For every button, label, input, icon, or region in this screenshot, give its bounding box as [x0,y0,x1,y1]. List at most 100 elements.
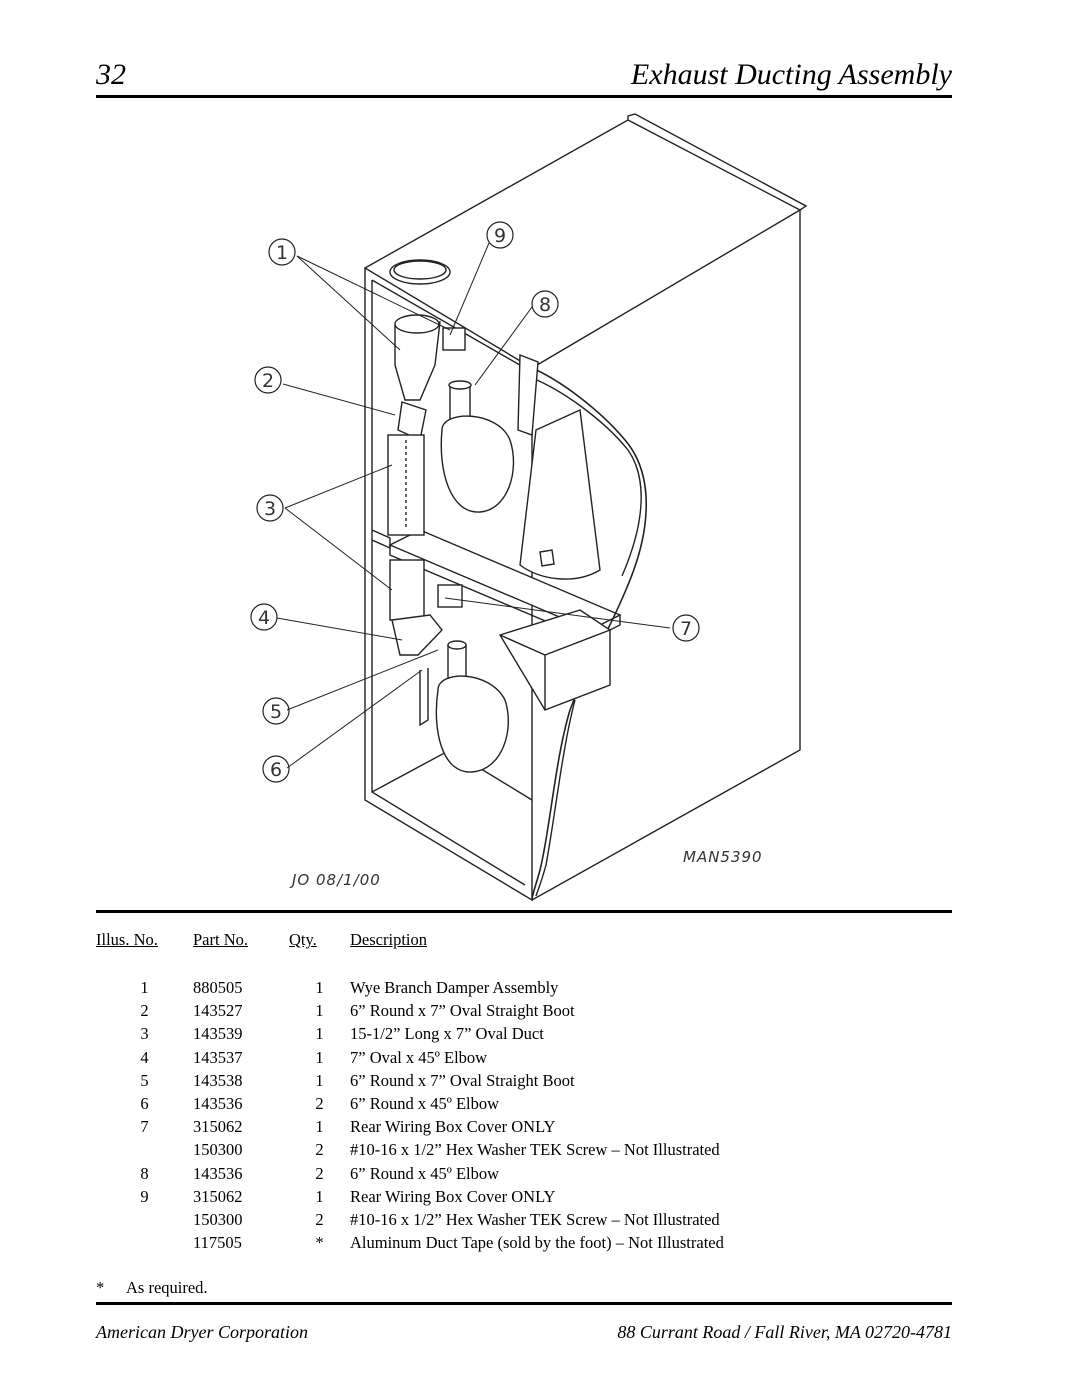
header-illus-no: Illus. No. [96,930,158,949]
callout-label-5: 5 [270,701,282,723]
callout-4 [250,603,278,631]
callout-label-4: 4 [258,607,270,629]
callout-5 [262,697,290,725]
cell-part: 315062 [193,1117,243,1137]
upper-duct-assembly [387,314,601,580]
page-number: 32 [96,58,126,91]
callout-2 [254,366,282,394]
callout-label-9: 9 [494,225,506,247]
cell-qty: 1 [315,1047,324,1067]
cell-illus [96,1231,193,1254]
cell-illus: 1 [140,978,149,997]
cell-illus: 2 [140,1001,149,1021]
drawing-number: MAN5390 [683,848,763,866]
cell-desc: #10-16 x 1/2” Hex Washer TEK Screw – Not… [350,1210,720,1230]
cell-desc: 15-1/2” Long x 7” Oval Duct [350,1024,544,1044]
cell-part: 143537 [193,1047,243,1067]
cell-qty: 1 [315,1024,324,1044]
cell-qty: 1 [315,1070,324,1090]
cell-desc: 6” Round x 7” Oval Straight Boot [350,1070,575,1090]
cell-qty: * [315,1233,324,1253]
cell-part: 117505 [193,1233,242,1253]
table-row: 1 880505 1 Wye Branch Damper Assembly [96,976,870,999]
cell-desc: #10-16 x 1/2” Hex Washer TEK Screw – Not… [350,1140,720,1160]
cell-part: 143538 [193,1070,243,1090]
table-row: 3 143539 1 15-1/2” Long x 7” Oval Duct [96,1022,870,1045]
callout-label-8: 8 [539,294,551,316]
header-description: Description [350,930,427,949]
table-row: 5 143538 1 6” Round x 7” Oval Straight Boot [96,1069,870,1092]
callout-3 [256,494,284,522]
callout-6 [262,755,290,783]
callout-9 [486,221,514,249]
callout-7 [672,614,700,642]
cell-illus [96,1138,193,1161]
callout-label-1: 1 [276,242,288,264]
cell-illus: 3 [140,1024,149,1044]
cell-qty: 1 [315,1117,324,1137]
footnote-symbol: * [96,1278,105,1297]
cell-qty: 2 [315,1210,324,1230]
table-row: 117505 * Aluminum Duct Tape (sold by the f… [96,1231,870,1254]
cell-desc: 6” Round x 7” Oval Straight Boot [350,1001,575,1021]
header-qty: Qty. [289,930,317,949]
cell-illus: 6 [140,1094,149,1114]
cell-desc: 6” Round x 45º Elbow [350,1094,500,1114]
cell-part: 143536 [193,1163,243,1183]
cell-part: 143539 [193,1024,243,1044]
table-row: 150300 2 #10-16 x 1/2” Hex Washer TEK Scre… [96,1208,870,1231]
table-top-rule [96,910,952,913]
cell-qty: 1 [315,1001,324,1021]
cell-desc: Rear Wiring Box Cover ONLY [350,1186,556,1206]
cell-illus: 7 [140,1117,149,1137]
cell-qty: 2 [315,1163,324,1183]
footer-address: 88 Currant Road / Fall River, MA 02720-4… [617,1322,952,1342]
callout-label-2: 2 [262,370,274,392]
cell-part: 143536 [193,1094,243,1114]
footnote-text: As required. [126,1278,208,1297]
footer-rule [96,1302,952,1305]
cell-part: 143527 [193,1001,243,1021]
footer-company: American Dryer Corporation [96,1322,308,1342]
cell-desc: Aluminum Duct Tape (sold by the foot) – … [350,1233,724,1253]
callout-label-6: 6 [270,759,282,781]
cell-part: 150300 [193,1210,243,1230]
cell-desc: 6” Round x 45º Elbow [350,1163,500,1183]
cell-qty: 2 [315,1140,324,1160]
cell-illus: 4 [140,1047,149,1067]
table-row: 4 143537 1 7” Oval x 45º Elbow [96,1046,870,1069]
drafter-stamp: JO 08/1/00 [289,871,381,889]
table-header-row: Illus. No. Part No. Qty. Description [96,928,870,956]
table-row: 7 315062 1 Rear Wiring Box Cover ONLY [96,1115,870,1138]
table-row: 9 315062 1 Rear Wiring Box Cover ONLY [96,1185,870,1208]
callout-8 [531,290,559,318]
table-row: 2 143527 1 6” Round x 7” Oval Straight Boot [96,999,870,1022]
cell-qty: 1 [315,978,324,997]
header-rule [96,95,952,98]
callout-1 [268,238,296,266]
cell-desc: 7” Oval x 45º Elbow [350,1047,488,1067]
callout-label-3: 3 [264,498,276,520]
cell-illus: 8 [140,1163,149,1183]
exhaust-ducting-diagram: 1 2 3 4 5 6 7 8 9 MAN5390 JO 08/1/00 [180,110,900,905]
header-part-no: Part No. [193,930,248,949]
cell-desc: Rear Wiring Box Cover ONLY [350,1117,556,1137]
callout-circles [250,221,700,783]
cell-qty: 1 [315,1186,324,1206]
footnote: * As required. [96,1278,208,1298]
callout-leaders [276,242,671,769]
page-title: Exhaust Ducting Assembly [630,58,952,91]
lower-duct-assembly [389,559,611,773]
cell-illus: 9 [140,1186,149,1206]
cell-illus: 5 [140,1070,149,1090]
cell-part: 315062 [193,1186,243,1206]
page-header: 32 Exhaust Ducting Assembly [96,54,952,91]
cell-illus [96,1208,193,1231]
cell-part: 880505 [193,978,243,997]
table-row: 8 143536 2 6” Round x 45º Elbow [96,1162,870,1185]
callout-label-7: 7 [680,618,692,640]
cell-desc: Wye Branch Damper Assembly [350,978,559,997]
